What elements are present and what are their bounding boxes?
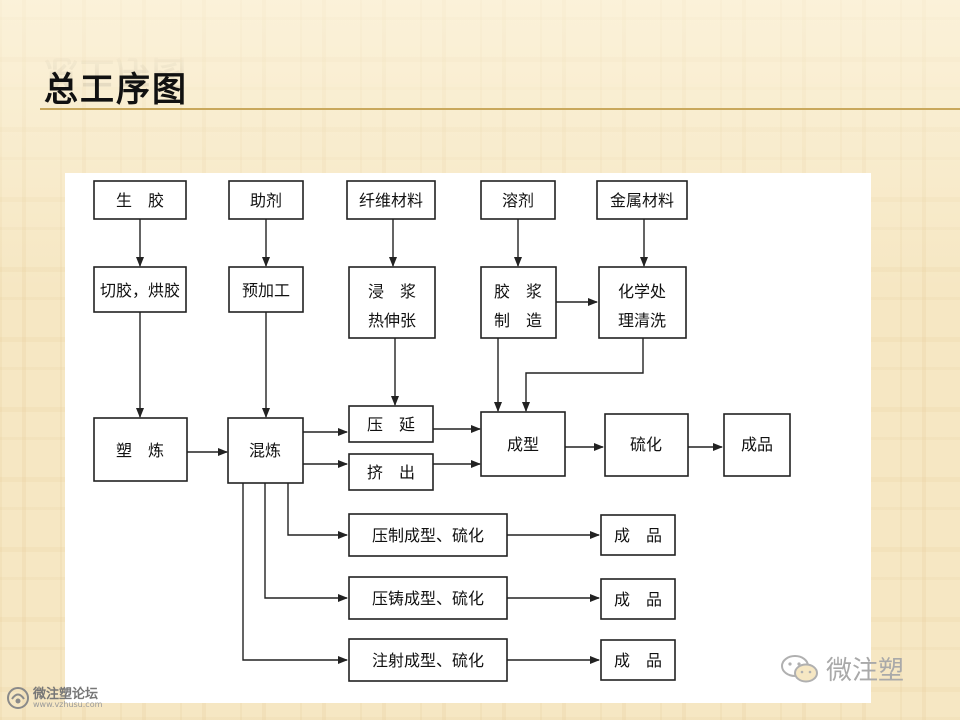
node-product-1-label: 成 品 (614, 526, 662, 545)
node-metal-label: 金属材料 (610, 191, 674, 210)
node-cement-line2: 制 造 (494, 311, 542, 330)
node-metal: 金属材料 (596, 180, 688, 220)
node-cement: 胶 浆 制 造 (480, 266, 557, 339)
process-flow-diagram: 生 胶 助剂 纤维材料 溶剂 金属材料 切胶，烘胶 预加工 浸 浆 (93, 180, 791, 682)
edge-clean-to-forming (522, 338, 644, 412)
wechat-brand-watermark: 微注塑 (780, 650, 904, 687)
node-preprocess-label: 预加工 (242, 281, 290, 300)
forum-watermark: 微注塑论坛 www.vzhusu.com (6, 686, 102, 710)
node-impregnate-line2: 热伸张 (368, 311, 416, 330)
node-product-3-label: 成 品 (614, 651, 662, 670)
node-product-main: 成品 (723, 413, 791, 477)
node-chem-clean-line2: 理清洗 (618, 311, 666, 330)
node-plasticate-label: 塑 炼 (116, 441, 164, 460)
node-forming-label: 成型 (507, 435, 539, 454)
node-plasticate: 塑 炼 (93, 417, 188, 482)
node-raw-rubber-label: 生 胶 (116, 191, 164, 210)
node-fiber-label: 纤维材料 (359, 191, 423, 210)
node-additive: 助剂 (228, 180, 304, 220)
node-mixing: 混炼 (227, 417, 304, 484)
node-solvent-label: 溶剂 (502, 191, 534, 210)
node-cast-mold-label: 压铸成型、硫化 (372, 589, 484, 608)
node-product-1: 成 品 (600, 514, 676, 556)
node-vulcanization-label: 硫化 (630, 435, 662, 454)
process-diagram-panel: 生 胶 助剂 纤维材料 溶剂 金属材料 切胶，烘胶 预加工 浸 浆 (65, 173, 871, 703)
node-forming: 成型 (480, 411, 566, 477)
edge-mixing-to-cast-mold (264, 483, 348, 602)
node-press-mold-label: 压制成型、硫化 (372, 526, 484, 545)
node-product-2-label: 成 品 (614, 590, 662, 609)
wechat-icon (781, 654, 818, 682)
node-product-main-label: 成品 (741, 435, 773, 454)
node-calendering-label: 压 延 (367, 415, 415, 434)
forum-logo-icon (7, 687, 29, 709)
node-inject-mold-label: 注射成型、硫化 (372, 651, 484, 670)
node-additive-label: 助剂 (250, 191, 282, 210)
node-inject-mold: 注射成型、硫化 (348, 638, 508, 682)
title-underline (40, 108, 960, 110)
node-impregnate: 浸 浆 热伸张 (348, 266, 436, 339)
node-cut-dry-label: 切胶，烘胶 (100, 281, 180, 300)
node-cast-mold: 压铸成型、硫化 (348, 576, 508, 620)
edge-mixing-to-press-mold (287, 483, 348, 539)
node-impregnate-line1: 浸 浆 (368, 282, 416, 301)
node-vulcanization: 硫化 (604, 413, 689, 477)
node-product-2: 成 品 (600, 578, 676, 620)
node-extrusion-label: 挤 出 (367, 463, 415, 482)
node-product-3: 成 品 (600, 639, 676, 681)
node-cut-dry: 切胶，烘胶 (93, 266, 187, 313)
forum-name: 微注塑论坛 (33, 686, 99, 702)
flow-edges (136, 219, 723, 664)
node-mixing-label: 混炼 (249, 441, 281, 460)
node-preprocess: 预加工 (228, 266, 304, 313)
node-press-mold: 压制成型、硫化 (348, 513, 508, 557)
node-raw-rubber: 生 胶 (93, 180, 187, 220)
node-chem-clean-line1: 化学处 (618, 282, 666, 301)
edge-mixing-to-inject-mold (242, 483, 348, 664)
node-calendering: 压 延 (348, 405, 434, 443)
node-fiber: 纤维材料 (346, 180, 436, 220)
node-cement-line1: 胶 浆 (494, 282, 542, 301)
brand-name: 微注塑 (826, 656, 905, 686)
slide-title: 总工序图 (44, 70, 188, 110)
node-solvent: 溶剂 (480, 180, 556, 220)
node-chem-clean: 化学处 理清洗 (598, 266, 687, 339)
forum-url: www.vzhusu.com (33, 699, 103, 709)
node-extrusion: 挤 出 (348, 453, 434, 491)
